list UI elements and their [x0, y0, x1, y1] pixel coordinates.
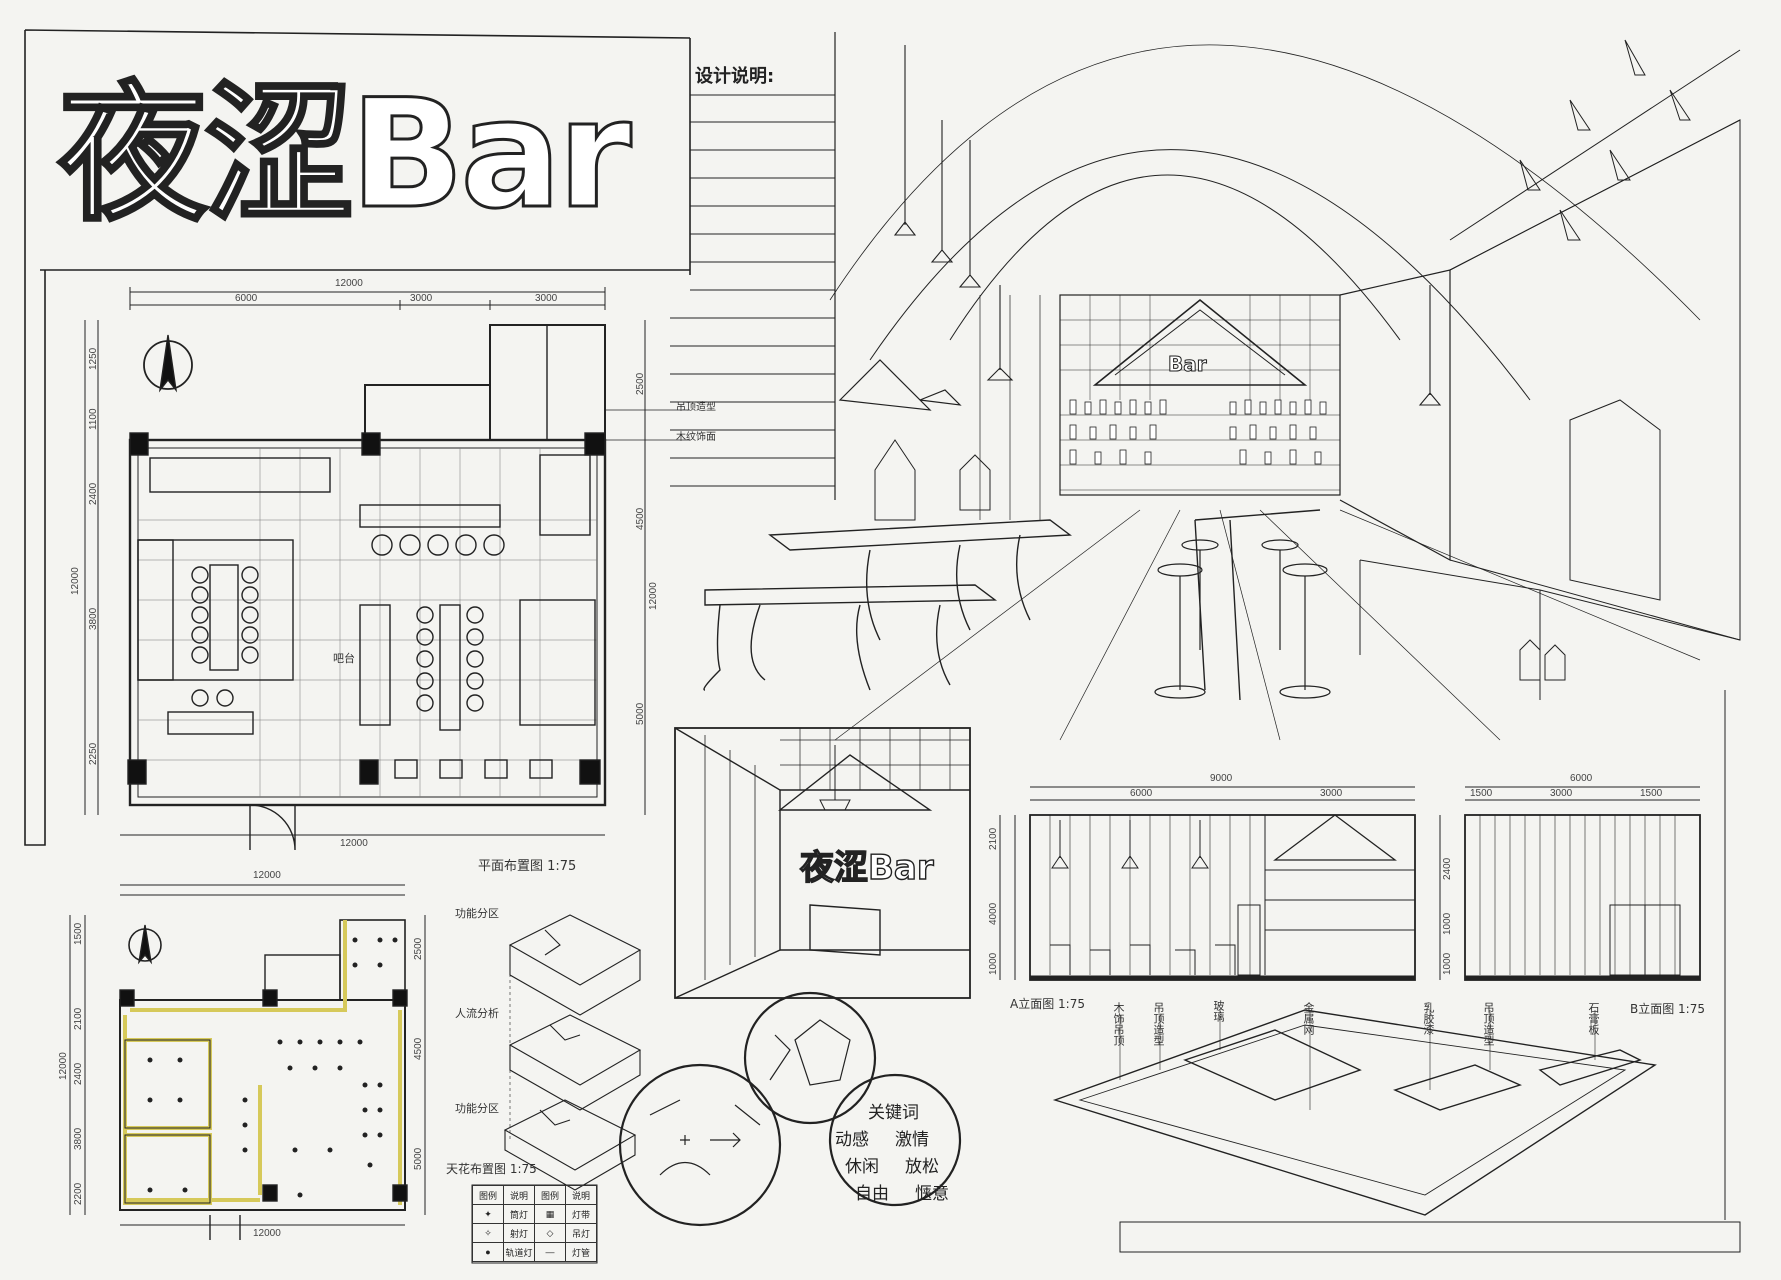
floor-lines: [834, 509, 1701, 741]
fp-dim-right-seg-1: 2500: [635, 372, 646, 395]
cp-dim-right-seg-2: 4500: [413, 1037, 424, 1060]
zone-diagrams: [503, 914, 642, 1191]
elev-b-dim-left-1: 2400: [1442, 857, 1453, 880]
elev-a-dim-left-3: 1000: [988, 952, 999, 975]
pendant-lamps: [893, 45, 1442, 406]
elev-a-dim-left-1: 2100: [988, 827, 999, 850]
zone-label-1: 功能分区: [455, 907, 499, 920]
fp-note-material: 木纹饰面: [676, 432, 716, 443]
cp-dim-left-seg-5: 2200: [73, 1182, 84, 1205]
keyword-1: 动感: [835, 1130, 869, 1150]
fp-dim-right-seg-4: 5000: [635, 702, 646, 725]
elevation-a-drawing: [999, 786, 1416, 981]
bottom-frame: [1119, 1221, 1741, 1253]
keyword-6: 惬意: [915, 1184, 949, 1204]
fp-dim-bottom-total: 12000: [340, 838, 368, 849]
zone-label-2: 人流分析: [455, 1007, 499, 1020]
cp-dim-left-seg-2: 2100: [73, 1007, 84, 1030]
design-note-heading: 设计说明:: [695, 66, 775, 87]
ceiling-axonometric: [1052, 1009, 1657, 1216]
legend-row: ●轨道灯—灯管: [472, 1242, 597, 1262]
ceiling-label-4: 金属网: [1302, 1002, 1315, 1035]
fp-dim-right-seg-3: 12000: [648, 582, 659, 610]
cp-dim-right-seg-1: 2500: [413, 937, 424, 960]
elev-b-dim-seg-3: 1500: [1640, 788, 1663, 799]
legend-table: 图例说明图例说明 ✦筒灯▦灯带 ✧射灯◇吊灯 ●轨道灯—灯管: [472, 1185, 597, 1262]
fp-dim-left-seg-5: 2250: [88, 742, 99, 765]
keyword-4: 放松: [905, 1157, 939, 1177]
legend-row: ✧射灯◇吊灯: [472, 1223, 597, 1243]
ceiling-label-7: 石膏板: [1587, 1002, 1600, 1035]
elev-a-dim-seg-1: 6000: [1130, 788, 1153, 799]
legend-row: 图例说明图例说明: [472, 1185, 597, 1205]
ceiling-label-6: 吊顶造型: [1482, 1002, 1495, 1046]
bar-stools: [1154, 539, 1331, 699]
cp-dim-left-seg-4: 3800: [73, 1127, 84, 1150]
elevation-b-caption: B立面图 1:75: [1630, 1002, 1705, 1016]
elev-a-dim-seg-2: 3000: [1320, 788, 1343, 799]
ceiling-label-5: 乳胶漆: [1422, 1002, 1435, 1035]
cp-dim-left-seg-3: 2400: [73, 1062, 84, 1085]
fp-dim-left-seg-3: 2400: [88, 482, 99, 505]
cp-dim-left-seg-1: 1500: [73, 922, 84, 945]
concept-circles: [618, 991, 962, 1227]
ceiling-plan-drawing: [69, 884, 426, 1240]
elevation-a-caption: A立面图 1:75: [1010, 997, 1085, 1011]
fp-dim-top-total: 12000: [335, 278, 363, 289]
elev-a-dim-total: 9000: [1210, 773, 1233, 784]
keyword-3: 休闲: [845, 1157, 879, 1177]
keyword-5: 自由: [855, 1184, 889, 1204]
entrance-perspective: [674, 727, 971, 999]
zone-label-3: 功能分区: [455, 1102, 499, 1115]
cp-dim-top-total: 12000: [253, 870, 281, 881]
floor-plan-caption: 平面布置图 1:75: [478, 859, 577, 874]
elev-b-dim-seg-2: 3000: [1550, 788, 1573, 799]
bar-tables: [703, 509, 1321, 701]
keywords-heading: 关键词: [868, 1103, 919, 1123]
fp-dim-left-total: 12000: [70, 567, 81, 595]
cp-dim-right-seg-3: 5000: [413, 1147, 424, 1170]
cp-dim-bottom-total: 12000: [253, 1228, 281, 1239]
perspective-sign: Bar: [1168, 352, 1208, 377]
title-logo: 夜涩Bar: [57, 67, 634, 244]
fp-dim-top-seg-2: 3000: [410, 293, 433, 304]
keyword-2: 激情: [895, 1130, 929, 1150]
ceiling-label-3: 玻璃: [1212, 1000, 1225, 1022]
elev-b-dim-seg-1: 1500: [1470, 788, 1493, 799]
ceiling-plan-caption: 天花布置图 1:75: [446, 1162, 537, 1176]
elev-b-dim-left-2: 1000: [1442, 912, 1453, 935]
title-frame: [24, 29, 691, 846]
ceiling-label-1: 木饰吊顶: [1112, 1002, 1125, 1046]
fp-dim-right-seg-2: 4500: [635, 507, 646, 530]
legend-row: ✦筒灯▦灯带: [472, 1204, 597, 1224]
elev-a-dim-left-2: 4000: [988, 902, 999, 925]
cp-dim-left-total: 12000: [58, 1052, 69, 1080]
fp-dim-left-seg-4: 3800: [88, 607, 99, 630]
track-lights: [1449, 39, 1741, 271]
entrance-sign: 夜涩Bar: [799, 847, 934, 888]
main-perspective: [703, 32, 1741, 741]
elevation-b-drawing: [1439, 786, 1701, 981]
fp-label-bar: 吧台: [333, 652, 355, 665]
ceiling-label-2: 吊顶造型: [1152, 1002, 1165, 1046]
fp-note-lighting: 吊顶造型: [676, 402, 716, 413]
fp-dim-top-seg-1: 6000: [235, 293, 258, 304]
elev-b-dim-left-3: 1000: [1442, 952, 1453, 975]
floor-plan-drawing: [84, 287, 690, 851]
fp-dim-left-seg-2: 1100: [88, 408, 99, 430]
elev-b-dim-total: 6000: [1570, 773, 1593, 784]
fp-dim-left-seg-1: 1250: [88, 347, 99, 370]
fp-dim-top-seg-3: 3000: [535, 293, 558, 304]
